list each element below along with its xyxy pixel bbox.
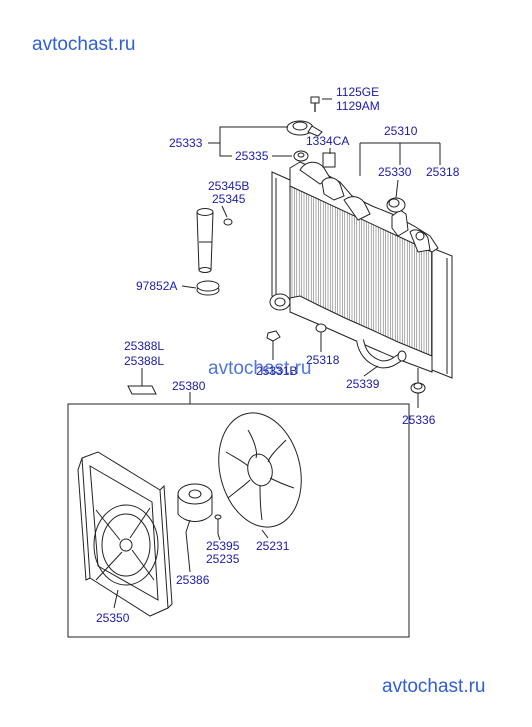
- label-25318-top: 25318: [426, 165, 460, 179]
- fan-motor-25386: [177, 483, 213, 533]
- label-25335: 25335: [235, 149, 269, 163]
- fan-blade-25231: [218, 412, 302, 528]
- label-25350: 25350: [96, 611, 130, 625]
- grommet-97852a: [196, 280, 220, 296]
- screw-25395: [214, 514, 222, 534]
- part-labels: 1125GE 1129AM 25333 25335 1334CA 25310 2…: [96, 85, 460, 625]
- fan-assembly-box: [67, 403, 410, 638]
- gasket-25335: [293, 150, 309, 162]
- label-25345: 25345: [212, 192, 246, 206]
- label-25333: 25333: [169, 136, 203, 150]
- label-25331b: 25331B: [256, 364, 297, 378]
- drain-plug-25318: [315, 323, 327, 346]
- label-25310: 25310: [384, 124, 418, 138]
- label-1334ca: 1334CA: [306, 134, 349, 148]
- label-25380: 25380: [172, 379, 206, 393]
- watermark-top: avtochast.ru: [32, 34, 136, 55]
- watermark-middle: avtochast.ru: [208, 358, 312, 379]
- label-25318-low: 25318: [306, 353, 340, 367]
- label-25345b: 25345B: [208, 179, 249, 193]
- plug-25336: [410, 382, 426, 394]
- label-1125ge: 1125GE: [336, 85, 379, 99]
- tag-25388l: [127, 385, 157, 395]
- label-97852a: 97852A: [136, 279, 177, 293]
- bracket-1334ca: [322, 152, 336, 168]
- label-1129am: 1129AM: [336, 99, 380, 113]
- label-25235: 25235: [206, 552, 240, 566]
- label-25336: 25336: [402, 413, 436, 427]
- fan-shroud-25350: [77, 451, 173, 617]
- watermark-bottom: avtochast.ru: [382, 676, 486, 697]
- label-25388l-2: 25388L: [124, 354, 164, 368]
- label-25386: 25386: [176, 573, 210, 587]
- reservoir-cap-25333: [286, 120, 323, 137]
- label-25231: 25231: [256, 539, 290, 553]
- radiator-cap-25330: [386, 197, 406, 213]
- hose-25339: [356, 339, 407, 369]
- label-25330: 25330: [378, 165, 412, 179]
- label-25388l-1: 25388L: [124, 339, 164, 353]
- label-25339: 25339: [346, 377, 380, 391]
- bolt-1125ge: [310, 96, 320, 112]
- bolt-25331b: [266, 330, 281, 352]
- reservoir-tube-25345: [196, 208, 233, 273]
- label-25395: 25395: [206, 539, 240, 553]
- leader-lines: [113, 98, 441, 609]
- radiator-assembly: [269, 152, 453, 379]
